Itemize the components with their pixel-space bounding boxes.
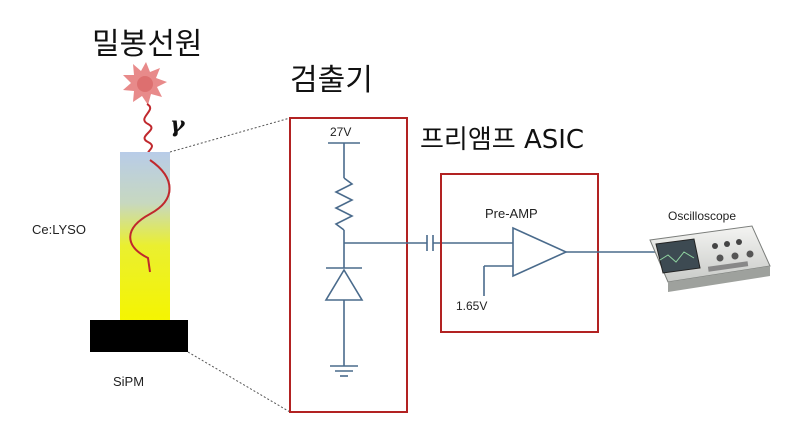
source-title: 밀봉선원: [92, 27, 202, 62]
detector-title: 검출기: [290, 63, 373, 98]
gamma-ray-in-crystal: [129, 159, 171, 273]
preamp-label: Pre-AMP: [485, 206, 538, 221]
oscilloscope-icon: [649, 225, 771, 292]
sipm-label: SiPM: [113, 374, 144, 389]
leader-bottom: [187, 351, 291, 413]
sipm-block: [90, 320, 188, 352]
crystal-label: Ce:LYSO: [32, 222, 86, 237]
detector-box: [289, 117, 408, 413]
diode-triangle: [324, 268, 364, 301]
ground-icon: [330, 365, 358, 377]
amplifier-symbol: [512, 226, 568, 278]
scope-label: Oscilloscope: [668, 209, 736, 223]
preamp-asic-box: [440, 173, 599, 333]
gamma-symbol: γ: [170, 112, 186, 138]
ce-lyso-crystal: [120, 152, 170, 322]
ref-voltage-label: 1.65V: [456, 299, 487, 313]
resistor: [334, 177, 354, 231]
radioactive-source-burst-icon: [123, 62, 167, 105]
preamp-title: 프리앰프 ASIC: [420, 125, 584, 155]
leader-top: [169, 117, 291, 153]
bias-voltage-label: 27V: [330, 125, 351, 139]
